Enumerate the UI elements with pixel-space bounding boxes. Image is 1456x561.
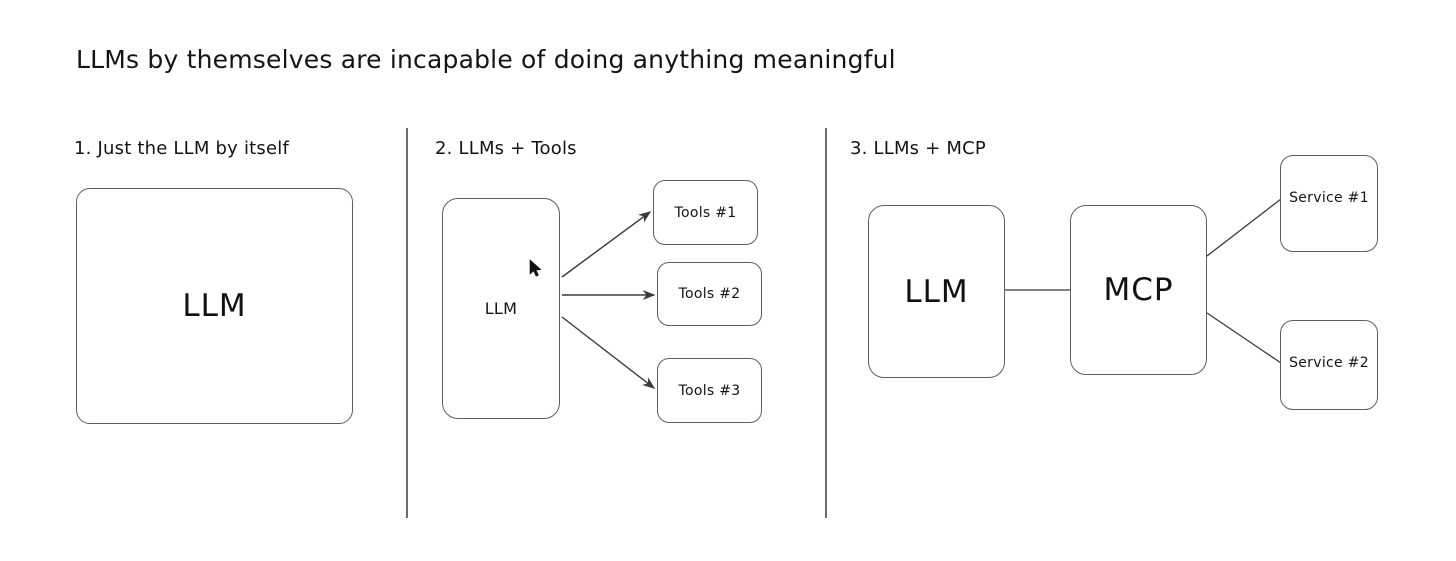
node-tool-3: Tools #3 <box>657 358 762 423</box>
connector-llm-to-tool-3 <box>561 316 656 389</box>
section-divider-2 <box>825 128 827 518</box>
section-heading-3: 3. LLMs + MCP <box>850 138 986 159</box>
node-service-2: Service #2 <box>1280 320 1378 410</box>
node-llm-standalone: LLM <box>76 188 353 424</box>
page-title: LLMs by themselves are incapable of doin… <box>76 45 896 74</box>
section-heading-1: 1. Just the LLM by itself <box>74 138 289 159</box>
node-service-1: Service #1 <box>1280 155 1378 252</box>
node-llm-with-tools: LLM <box>442 198 560 419</box>
connector-mcp-to-service-1 <box>1206 198 1282 257</box>
node-llm-with-mcp: LLM <box>868 205 1005 378</box>
section-heading-2: 2. LLMs + Tools <box>435 138 577 159</box>
connector-llm-to-tool-1 <box>561 211 652 278</box>
node-tool-2: Tools #2 <box>657 262 762 326</box>
connector-mcp-to-service-2 <box>1206 312 1282 364</box>
node-tool-1: Tools #1 <box>653 180 758 245</box>
node-mcp: MCP <box>1070 205 1207 375</box>
section-divider-1 <box>406 128 408 518</box>
